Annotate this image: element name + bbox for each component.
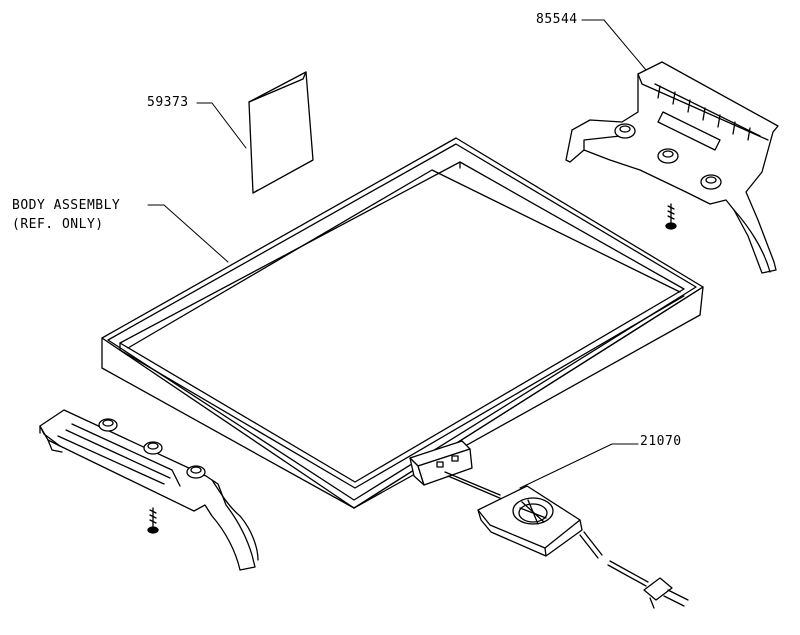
right-leg-handle <box>565 61 779 274</box>
left-leg-handle <box>39 409 259 571</box>
leader-59373 <box>196 102 247 149</box>
body-assembly-tray <box>101 137 704 509</box>
callout-85544: 85544 <box>536 12 578 27</box>
leader-21070 <box>519 443 639 489</box>
callout-body-assembly-line1: BODY ASSEMBLY <box>12 198 121 213</box>
left-screw <box>147 507 159 534</box>
callout-59373: 59373 <box>147 95 189 110</box>
temperature-control <box>444 471 689 609</box>
right-screw <box>665 203 677 230</box>
leader-lines <box>147 19 647 489</box>
leader-body-assembly <box>147 204 229 263</box>
manual-booklet <box>248 71 314 194</box>
callout-body-assembly-line2: (REF. ONLY) <box>12 217 104 232</box>
cord-connector-block <box>409 440 473 486</box>
callout-21070: 21070 <box>640 434 682 449</box>
leader-85544 <box>581 19 647 71</box>
